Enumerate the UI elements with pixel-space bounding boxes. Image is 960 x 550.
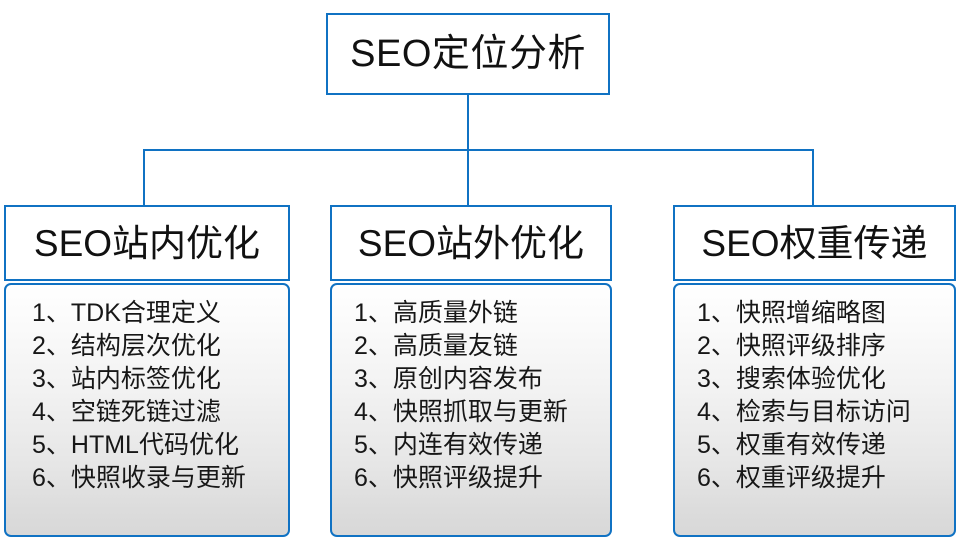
list-item: 1、TDK合理定义 [32,299,221,327]
list-item: 5、内连有效传递 [354,431,543,459]
root-node-label: SEO定位分析 [350,33,586,75]
list-item: 6、权重评级提升 [697,464,886,492]
branch-header-label: SEO站外优化 [357,222,585,264]
list-item: 5、权重有效传递 [697,431,886,459]
list-item: 2、结构层次优化 [32,332,221,360]
branch-weight-transfer: SEO权重传递 1、快照增缩略图 2、快照评级排序 3、搜索体验优化 4、检索与… [673,205,956,537]
item-list-off-site: 1、高质量外链 2、高质量友链 3、原创内容发布 4、快照抓取与更新 5、内连有… [332,297,610,495]
list-item: 4、检索与目标访问 [697,398,911,426]
root-node[interactable]: SEO定位分析 [326,13,610,95]
list-item: 3、站内标签优化 [32,365,221,393]
list-item: 2、快照评级排序 [697,332,886,360]
list-item: 4、空链死链过滤 [32,398,221,426]
branch-header-label: SEO站内优化 [33,222,261,264]
list-item: 1、快照增缩略图 [697,299,886,327]
list-item: 5、HTML代码优化 [32,431,239,459]
branch-body-on-site: 1、TDK合理定义 2、结构层次优化 3、站内标签优化 4、空链死链过滤 5、H… [4,283,290,537]
branch-header-on-site[interactable]: SEO站内优化 [4,205,290,281]
branch-header-label: SEO权重传递 [701,222,928,264]
item-list-weight-transfer: 1、快照增缩略图 2、快照评级排序 3、搜索体验优化 4、检索与目标访问 5、权… [675,297,954,495]
list-item: 1、高质量外链 [354,299,518,327]
item-list-on-site: 1、TDK合理定义 2、结构层次优化 3、站内标签优化 4、空链死链过滤 5、H… [6,297,288,495]
branch-body-weight-transfer: 1、快照增缩略图 2、快照评级排序 3、搜索体验优化 4、检索与目标访问 5、权… [673,283,956,537]
branch-header-weight-transfer[interactable]: SEO权重传递 [673,205,956,281]
list-item: 6、快照收录与更新 [32,464,246,492]
list-item: 4、快照抓取与更新 [354,398,568,426]
list-item: 2、高质量友链 [354,332,518,360]
branch-off-site: SEO站外优化 1、高质量外链 2、高质量友链 3、原创内容发布 4、快照抓取与… [330,205,612,537]
list-item: 3、搜索体验优化 [697,365,886,393]
list-item: 6、快照评级提升 [354,464,543,492]
list-item: 3、原创内容发布 [354,365,543,393]
branch-body-off-site: 1、高质量外链 2、高质量友链 3、原创内容发布 4、快照抓取与更新 5、内连有… [330,283,612,537]
branch-on-site: SEO站内优化 1、TDK合理定义 2、结构层次优化 3、站内标签优化 4、空链… [4,205,290,537]
branch-header-off-site[interactable]: SEO站外优化 [330,205,612,281]
